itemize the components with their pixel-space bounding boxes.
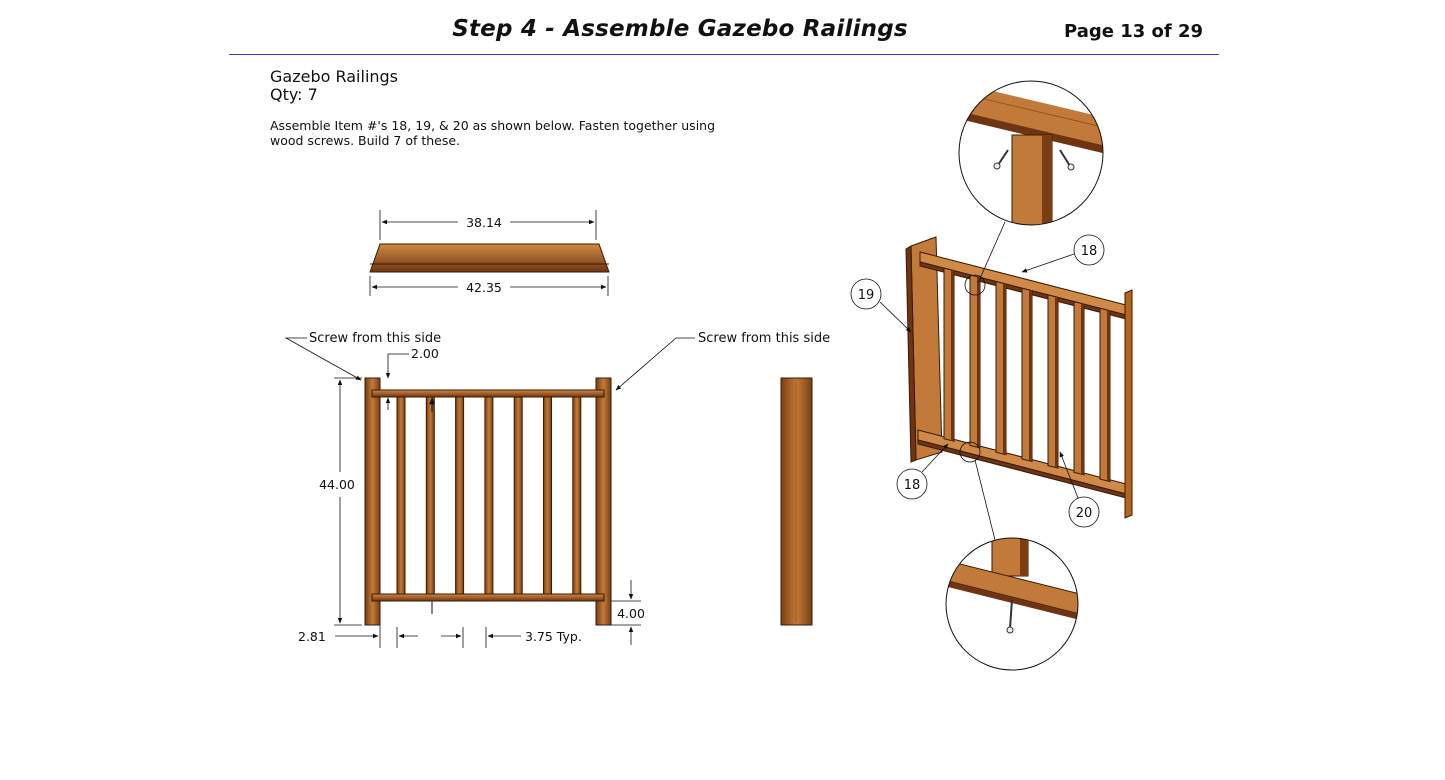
front-baluster [425, 396, 435, 595]
instructions-line-2: wood screws. Build 7 of these. [270, 133, 461, 148]
front-balusters [396, 396, 582, 595]
svg-text:19: 19 [858, 288, 875, 303]
front-baluster [455, 396, 465, 595]
page-title: Step 4 - Assemble Gazebo Railings [452, 16, 908, 42]
detail-bottom [945, 441, 1079, 671]
svg-text:18: 18 [1081, 244, 1098, 259]
front-baluster [513, 396, 523, 595]
dim-end-gap: 2.81 [298, 629, 326, 644]
front-baluster [572, 396, 582, 595]
note-screw-left: Screw from this side [309, 331, 441, 346]
dim-spacing: 3.75 Typ. [525, 629, 582, 644]
iso-baluster-shade [1081, 303, 1084, 475]
header-divider [229, 54, 1219, 55]
page-number: Page 13 of 29 [1064, 21, 1204, 42]
iso-baluster-shade [1003, 283, 1006, 455]
front-baluster [484, 396, 494, 595]
front-elevation: Screw from this side Screw from this sid… [284, 331, 830, 648]
iso-baluster-shade [1029, 290, 1032, 461]
instructions-text: Assemble Item #'s 18, 19, & 20 as shown … [270, 118, 810, 148]
post-side-view [780, 377, 813, 626]
front-baluster [396, 396, 406, 595]
note-screw-right: Screw from this side [698, 331, 830, 346]
intro-block: Gazebo Railings Qty: 7 Assemble Item #'s… [270, 67, 810, 149]
dim-top-outer: 42.35 [466, 280, 502, 295]
balloon-18-top: 18 [1021, 234, 1105, 273]
instructions-line-1: Assemble Item #'s 18, 19, & 20 as shown … [270, 118, 716, 133]
svg-text:18: 18 [904, 478, 921, 493]
iso-baluster-shade [1107, 310, 1110, 482]
balloon-19: 19 [850, 278, 912, 333]
dim-top-inner: 38.14 [466, 215, 502, 230]
dim-offset: 2.00 [411, 346, 439, 361]
iso-baluster-shade [951, 270, 954, 441]
iso-balusters [943, 267, 1111, 483]
section-title: Gazebo Railings [270, 67, 399, 86]
svg-text:20: 20 [1076, 506, 1093, 521]
iso-baluster-shade [977, 276, 980, 448]
front-baluster [543, 396, 552, 595]
iso-baluster-shade [1055, 296, 1058, 468]
top-rail-view: 38.14 42.35 [369, 210, 610, 296]
balloon-18-bottom: 18 [896, 443, 949, 500]
dim-bottom-gap: 4.00 [617, 606, 645, 621]
quantity-label: Qty: 7 [270, 85, 318, 104]
balloon-20: 20 [1059, 451, 1100, 528]
dim-height: 44.00 [319, 477, 355, 492]
detail-top [958, 80, 1104, 296]
isometric-assembly [905, 236, 1133, 519]
